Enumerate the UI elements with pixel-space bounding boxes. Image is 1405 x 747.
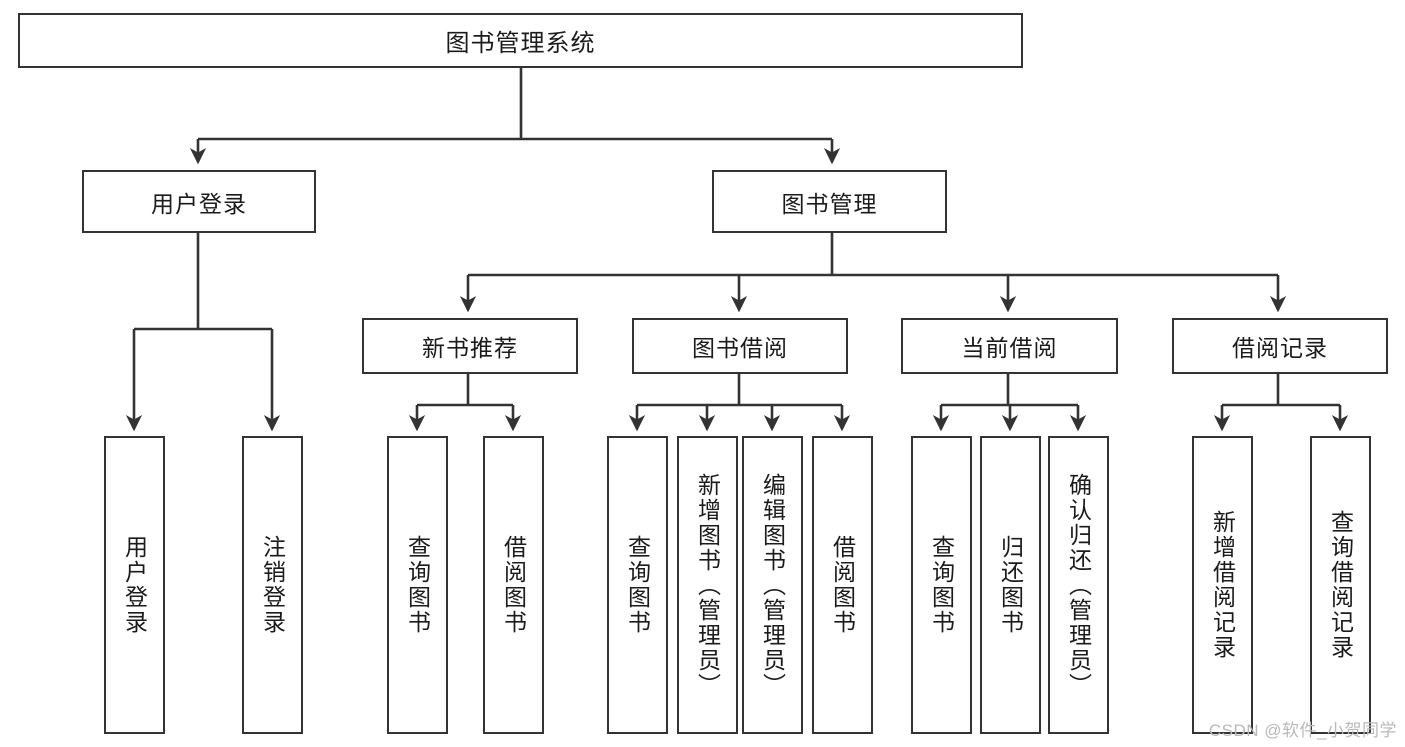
leaf-add-book[interactable]: 新增图书（管理员）	[677, 436, 738, 734]
leaf-borrow-book-2-label: 借阅图书	[829, 535, 856, 635]
leaf-query-book-3-label: 查询图书	[928, 535, 955, 635]
leaf-query-book-2-label: 查询图书	[624, 535, 651, 635]
leaf-logout-label: 注销登录	[259, 535, 286, 635]
node-borrow-record[interactable]: 借阅记录	[1172, 318, 1388, 374]
leaf-borrow-book-1[interactable]: 借阅图书	[483, 436, 544, 734]
csdn-watermark: CSDN @软件_小贺同学	[1208, 721, 1397, 740]
leaf-query-book-1[interactable]: 查询图书	[387, 436, 448, 734]
leaf-edit-book[interactable]: 编辑图书（管理员）	[742, 436, 803, 734]
node-book-borrow[interactable]: 图书借阅	[632, 318, 848, 374]
leaf-query-book-2[interactable]: 查询图书	[607, 436, 668, 734]
node-root[interactable]: 图书管理系统	[18, 13, 1023, 68]
leaf-logout[interactable]: 注销登录	[242, 436, 303, 734]
node-new-book-recommend-label: 新书推荐	[422, 335, 518, 361]
leaf-user-login-label: 用户登录	[121, 535, 148, 635]
leaf-add-book-label: 新增图书（管理员）	[694, 472, 721, 698]
node-current-borrow[interactable]: 当前借阅	[901, 318, 1118, 374]
leaf-borrow-book-1-label: 借阅图书	[500, 535, 527, 635]
leaf-add-record-label: 新增借阅记录	[1209, 510, 1236, 660]
leaf-return-book[interactable]: 归还图书	[980, 436, 1041, 734]
leaf-return-book-label: 归还图书	[997, 535, 1024, 635]
leaf-user-login[interactable]: 用户登录	[104, 436, 165, 734]
node-new-book-recommend[interactable]: 新书推荐	[362, 318, 578, 374]
leaf-query-record-label: 查询借阅记录	[1327, 510, 1354, 660]
leaf-confirm-return-label: 确认归还（管理员）	[1065, 472, 1092, 698]
node-user-login[interactable]: 用户登录	[82, 170, 316, 233]
node-root-label: 图书管理系统	[445, 30, 596, 57]
node-book-borrow-label: 图书借阅	[692, 335, 788, 361]
node-borrow-record-label: 借阅记录	[1232, 335, 1328, 361]
leaf-query-book-1-label: 查询图书	[404, 535, 431, 635]
node-book-manage-label: 图书管理	[781, 190, 878, 217]
leaf-query-record[interactable]: 查询借阅记录	[1310, 436, 1371, 734]
node-current-borrow-label: 当前借阅	[961, 335, 1058, 361]
leaf-borrow-book-2[interactable]: 借阅图书	[812, 436, 873, 734]
node-book-manage[interactable]: 图书管理	[712, 170, 947, 233]
leaf-confirm-return[interactable]: 确认归还（管理员）	[1048, 436, 1109, 734]
leaf-add-record[interactable]: 新增借阅记录	[1192, 436, 1253, 734]
leaf-edit-book-label: 编辑图书（管理员）	[759, 472, 786, 698]
node-user-login-label: 用户登录	[151, 190, 247, 217]
leaf-query-book-3[interactable]: 查询图书	[911, 436, 972, 734]
